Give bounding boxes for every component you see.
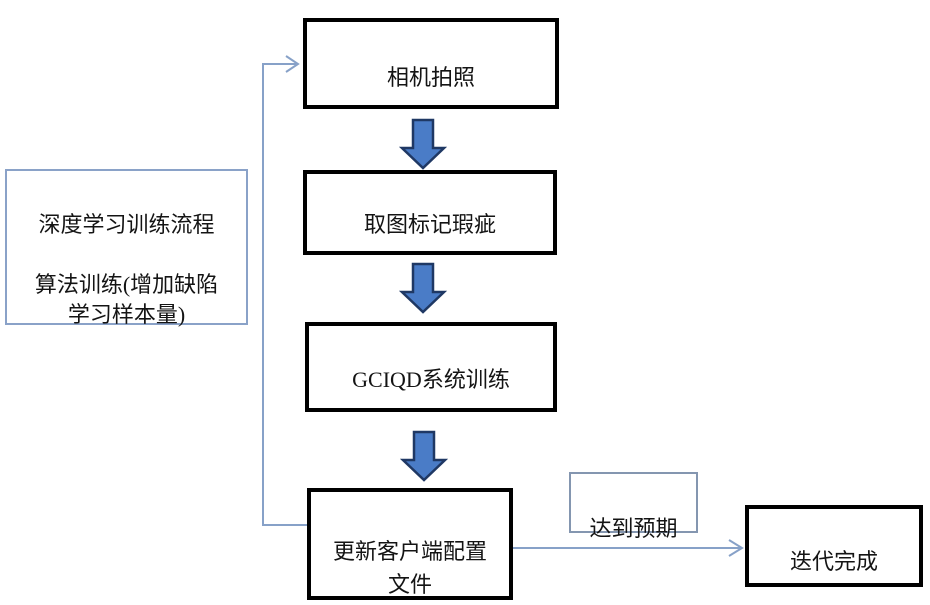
node-mark-defects: 取图标记瑕疵: [303, 170, 557, 255]
label-expectation: 达到预期: [569, 472, 698, 541]
node-update-config: 更新客户端配置 文件: [307, 488, 513, 600]
node-gciqd-training-label: GCIQD系统训练: [352, 367, 510, 392]
node-iteration-done: 迭代完成: [745, 505, 923, 587]
node-camera-label: 相机拍照: [386, 65, 475, 90]
node-update-config-label: 更新客户端配置 文件: [332, 539, 487, 597]
done-arrowhead-icon: [728, 539, 744, 557]
node-mark-defects-label: 取图标记瑕疵: [363, 212, 496, 237]
label-process-note: 深度学习训练流程 算法训练(增加缺陷 学习样本量): [5, 169, 248, 327]
node-camera: 相机拍照: [303, 18, 559, 109]
label-expectation-text: 达到预期: [589, 516, 678, 541]
down-block-arrow-icon-3: [399, 430, 449, 482]
node-gciqd-training: GCIQD系统训练: [305, 322, 557, 412]
feedback-arrowhead-icon: [285, 55, 300, 73]
feedback-connector-line: [262, 63, 307, 526]
down-block-arrow-icon-1: [398, 118, 448, 170]
down-block-arrow-icon-2: [398, 262, 448, 314]
label-process-note-text: 深度学习训练流程 算法训练(增加缺陷 学习样本量): [34, 212, 219, 327]
node-iteration-done-label: 迭代完成: [789, 549, 878, 574]
